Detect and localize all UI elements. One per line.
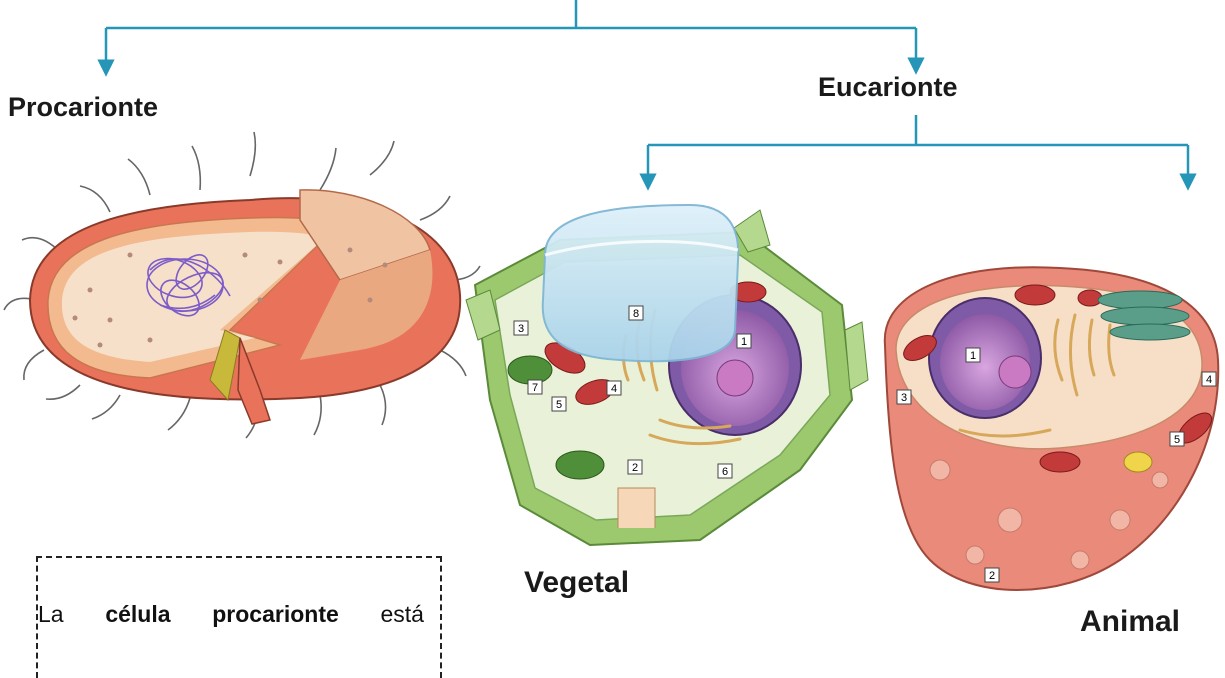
prokaryote-label: Procarionte <box>8 92 158 123</box>
plant-label-5: 5 <box>556 399 562 411</box>
plant-cell-illustration <box>466 205 868 545</box>
note-word-4: está <box>381 601 424 628</box>
plant-label-4: 4 <box>611 383 617 395</box>
prokaryote-cell-illustration <box>4 132 480 438</box>
note-text: La célula procarionte está <box>38 601 424 628</box>
plant-cell-label: Vegetal <box>524 566 629 600</box>
plant-label-2: 2 <box>632 462 638 474</box>
plant-label-1: 1 <box>741 336 747 348</box>
eukaryote-label: Eucarionte <box>818 72 958 103</box>
animal-label-1: 1 <box>970 350 976 362</box>
animal-cell-illustration <box>885 267 1218 590</box>
plant-label-7: 7 <box>532 382 538 394</box>
note-word-2: célula <box>105 601 170 628</box>
animal-label-5: 5 <box>1174 434 1180 446</box>
cell-types-diagram: 8 1 3 7 5 4 2 6 <box>0 0 1225 643</box>
animal-label-4: 4 <box>1206 374 1212 386</box>
tree-connectors <box>106 0 1188 182</box>
plant-label-6: 6 <box>722 466 728 478</box>
plant-label-8: 8 <box>633 308 639 320</box>
plant-label-3: 3 <box>518 323 524 335</box>
animal-cell-label: Animal <box>1080 605 1180 639</box>
animal-label-2: 2 <box>989 570 995 582</box>
note-word-1: La <box>38 601 64 628</box>
animal-label-3: 3 <box>901 392 907 404</box>
note-word-3: procarionte <box>212 601 339 628</box>
